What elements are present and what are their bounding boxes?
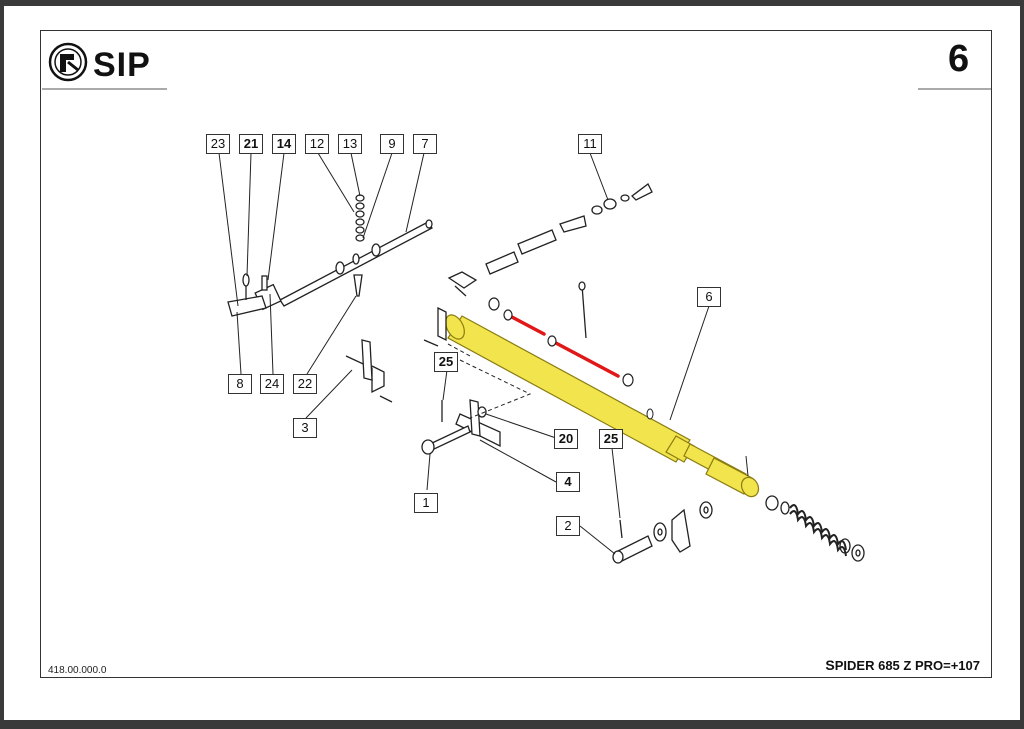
assembly-guide-lines — [447, 343, 532, 419]
callout-7: 7 — [413, 134, 437, 154]
highlighted-main-cylinder — [445, 314, 760, 498]
leader-lines — [218, 152, 710, 555]
callout-20: 20 — [554, 429, 578, 449]
callout-13: 13 — [338, 134, 362, 154]
callout-6: 6 — [697, 287, 721, 307]
callout-22: 22 — [293, 374, 317, 394]
page-number: 6 — [948, 38, 970, 80]
model-name-rest: PIDER 685 Z PRO=+107 — [834, 658, 980, 673]
document-code: 418.00.000.0 — [48, 665, 107, 676]
red-highlight-marks — [508, 314, 620, 378]
callout-25-lower: 25 — [599, 429, 623, 449]
callout-25-upper: 25 — [434, 352, 458, 372]
upper-linkage-parts — [447, 183, 653, 339]
brand-logo-text: SIP — [93, 46, 151, 84]
callout-4: 4 — [556, 472, 580, 492]
callout-1: 1 — [414, 493, 438, 513]
spring-coil — [789, 504, 847, 557]
model-name-initial: S — [825, 657, 835, 673]
callout-3: 3 — [293, 418, 317, 438]
model-name: SPIDER 685 Z PRO=+107 — [825, 657, 980, 673]
callout-23: 23 — [206, 134, 230, 154]
callout-11: 11 — [578, 134, 602, 154]
sip-logo-emblem-icon — [48, 42, 88, 82]
callout-24: 24 — [260, 374, 284, 394]
lower-parts — [345, 306, 865, 564]
callout-12: 12 — [305, 134, 329, 154]
drawing-frame — [40, 30, 992, 678]
callout-14: 14 — [272, 134, 296, 154]
callout-21: 21 — [239, 134, 263, 154]
upper-rod-assembly — [227, 194, 433, 317]
callout-2: 2 — [556, 516, 580, 536]
callout-8: 8 — [228, 374, 252, 394]
callout-9: 9 — [380, 134, 404, 154]
